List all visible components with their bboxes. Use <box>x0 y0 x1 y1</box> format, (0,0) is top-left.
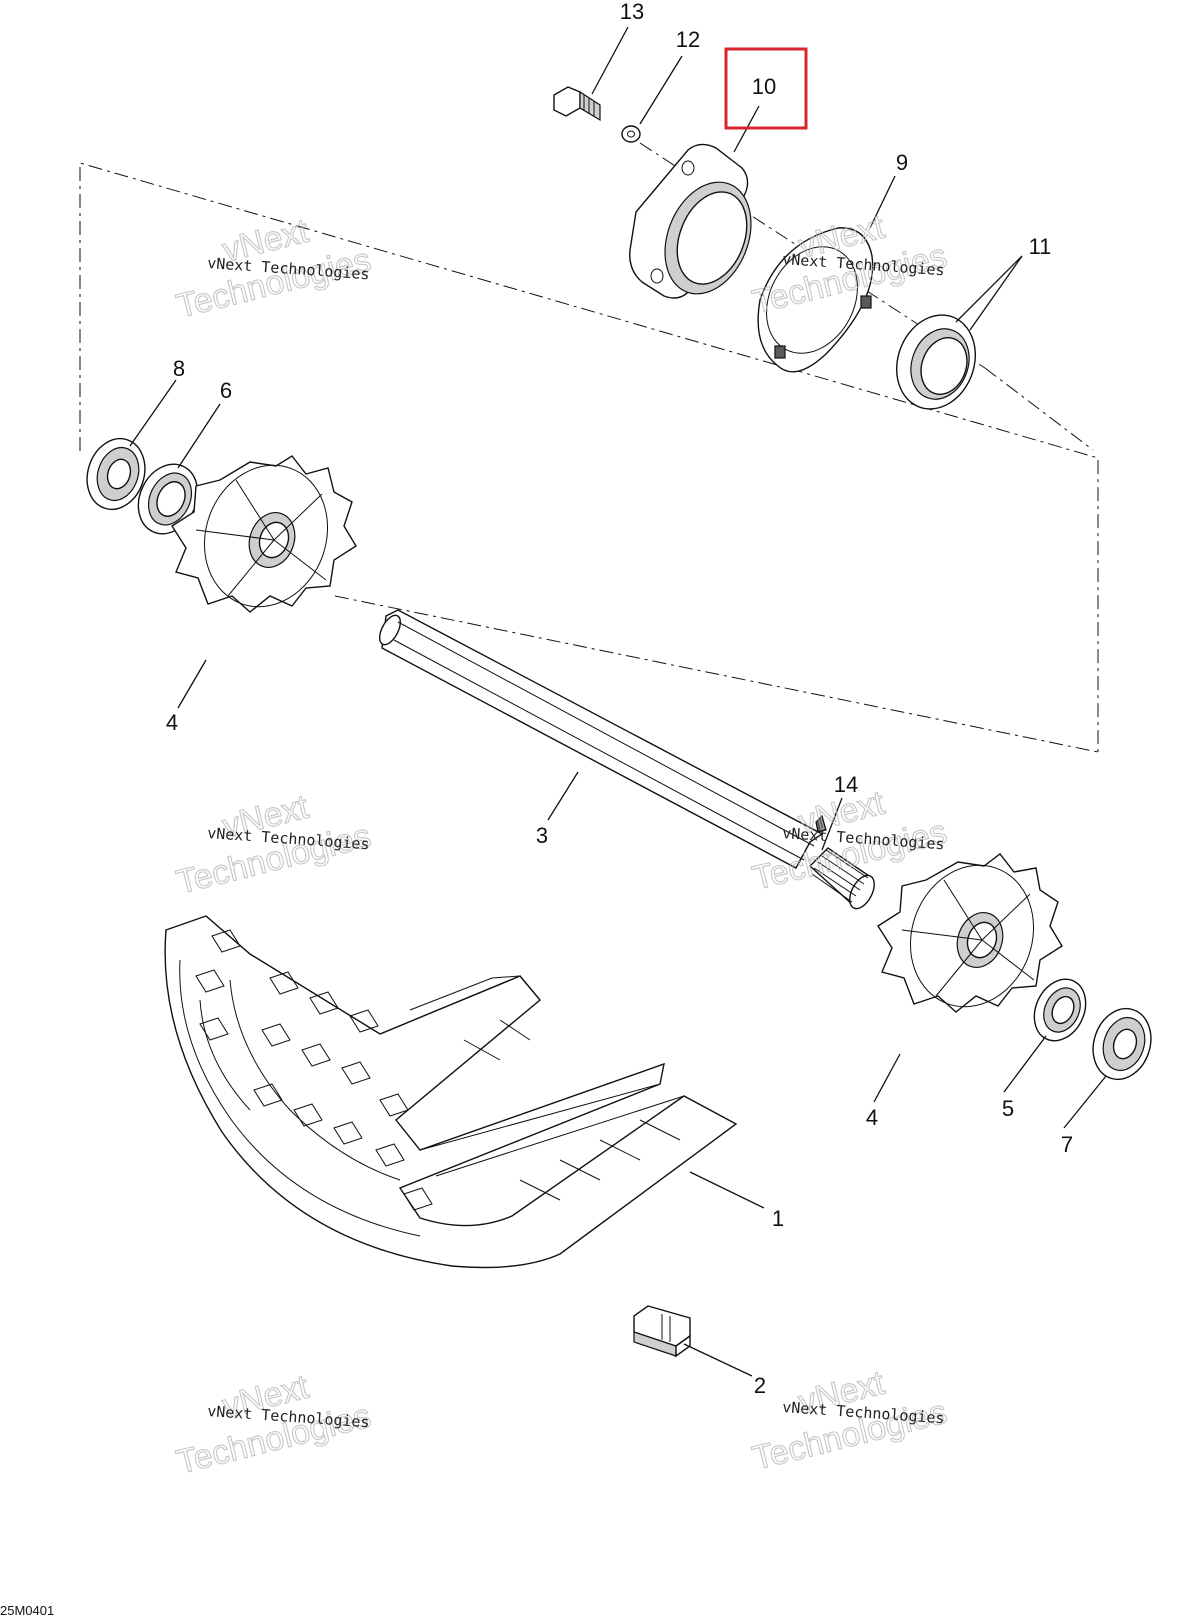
track-clip-2[interactable] <box>633 1305 691 1358</box>
callout-10[interactable]: 10 <box>752 74 776 99</box>
bearing-housing-10[interactable] <box>629 143 767 306</box>
bearing-plate-9[interactable] <box>749 227 876 373</box>
callout-7[interactable]: 7 <box>1061 1132 1073 1157</box>
spacer-11[interactable] <box>884 304 988 420</box>
bearing-7[interactable] <box>1084 1001 1160 1087</box>
callout-4-right[interactable]: 4 <box>866 1105 878 1130</box>
sprocket-4-right[interactable] <box>877 848 1063 1024</box>
watermark-mid-left: vNext Technologies vNext Technologies <box>172 787 375 902</box>
seal-5[interactable] <box>1025 971 1096 1049</box>
bearing-8[interactable] <box>78 431 154 517</box>
callout-4-left[interactable]: 4 <box>166 710 178 735</box>
callout-6[interactable]: 6 <box>220 378 232 403</box>
callout-2[interactable]: 2 <box>754 1373 766 1398</box>
seal-6[interactable] <box>127 455 208 544</box>
callout-3[interactable]: 3 <box>536 823 548 848</box>
washer-12[interactable] <box>621 125 641 143</box>
splined-sleeve-14[interactable] <box>808 814 879 913</box>
track-1[interactable] <box>164 915 738 1269</box>
callout-1[interactable]: 1 <box>772 1206 784 1231</box>
watermark-bottom-right: vNext Technologies vNext Technologies <box>748 1363 951 1478</box>
watermark-bottom-left: vNext Technologies vNext Technologies <box>172 1367 375 1482</box>
callout-11[interactable]: 11 <box>1029 234 1052 259</box>
bolt-13[interactable] <box>553 86 601 122</box>
sprocket-4-left[interactable] <box>171 448 357 624</box>
highlight-box <box>724 47 808 130</box>
callout-9[interactable]: 9 <box>896 150 908 175</box>
drive-axle-3[interactable] <box>375 609 824 869</box>
diagram-code: 25M0401 <box>0 1603 54 1618</box>
callout-5[interactable]: 5 <box>1002 1096 1014 1121</box>
leader-lines <box>129 26 1107 1377</box>
callout-8[interactable]: 8 <box>173 356 185 381</box>
watermark-top-left: vNext Technologies vNext Technologies <box>172 211 375 326</box>
callout-labels: 13 12 10 9 11 8 6 4 3 14 4 5 7 1 2 <box>166 0 1073 1398</box>
callout-14[interactable]: 14 <box>834 772 858 797</box>
callout-13[interactable]: 13 <box>620 0 644 24</box>
callout-12[interactable]: 12 <box>676 27 700 52</box>
